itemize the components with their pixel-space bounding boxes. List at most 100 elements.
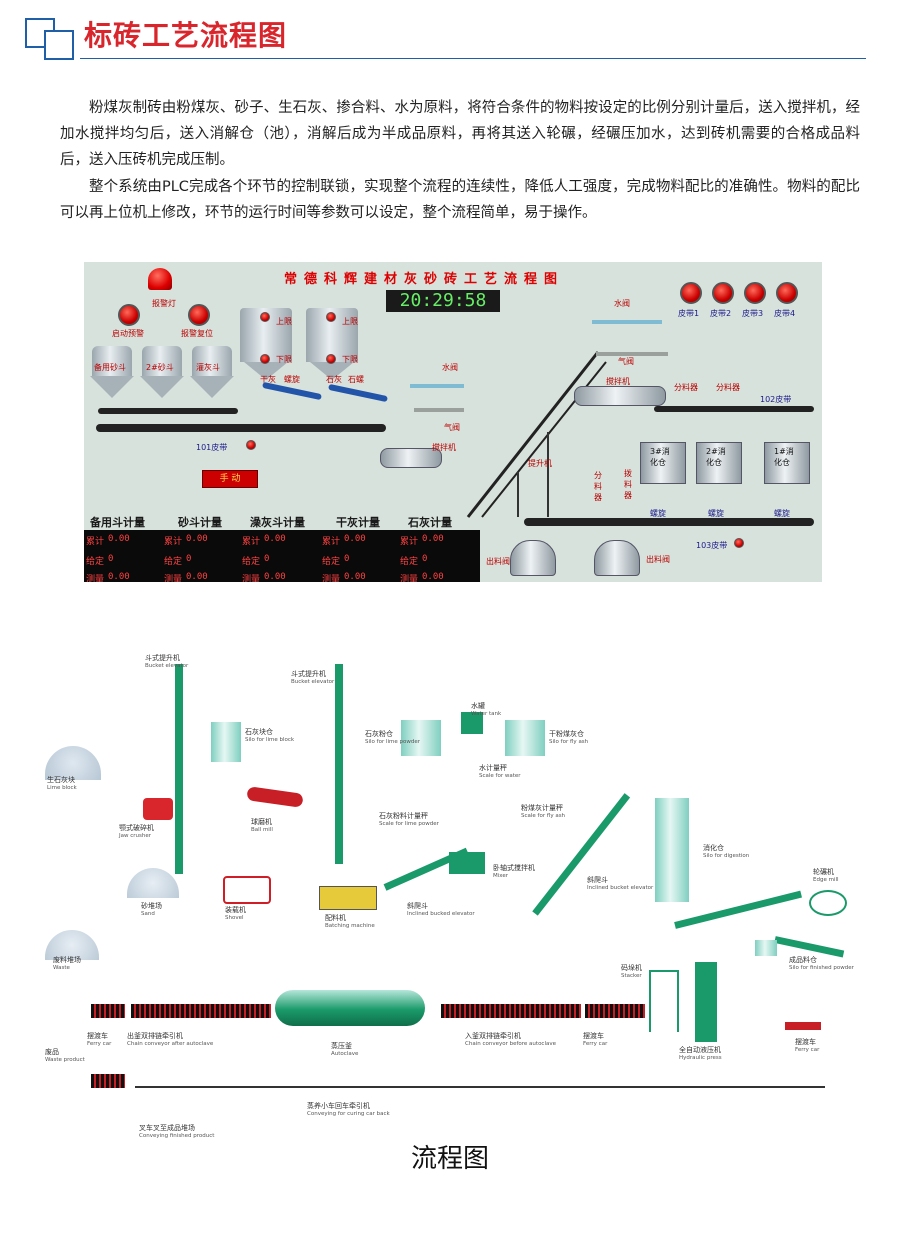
belt4-indicator	[776, 282, 798, 304]
meter-row-label: 测量	[400, 575, 419, 582]
page-header: 标砖工艺流程图	[0, 0, 900, 70]
hopper-label: 2#砂斗	[146, 363, 174, 372]
meter-row-label: 测量	[164, 575, 183, 582]
belt-102	[654, 406, 814, 412]
ferry-car-2	[585, 1004, 645, 1018]
meter-value: 0	[422, 554, 428, 564]
belt1-label: 皮带1	[678, 309, 700, 318]
feed-device-label: 拨料器	[624, 469, 632, 500]
belt-103	[524, 518, 814, 526]
meter-value: 0	[344, 554, 350, 564]
screw-label: 螺旋	[650, 509, 666, 518]
meter-panel	[84, 530, 480, 582]
finished-powder-silo	[755, 940, 777, 956]
finished-car	[91, 1074, 125, 1088]
belt2-label: 皮带2	[710, 309, 732, 318]
digestion-silo	[655, 798, 689, 902]
ferry-car-1	[91, 1004, 125, 1018]
lower-limit-indicator	[326, 354, 336, 364]
alarm-lamp-label: 报警灯	[152, 299, 176, 308]
edge-mill	[809, 890, 847, 916]
ferry-car-3	[785, 1022, 821, 1030]
meter-value: 0.00	[264, 534, 286, 544]
belt1-indicator	[680, 282, 702, 304]
start-warning-button[interactable]	[118, 304, 140, 326]
ball-mill	[246, 786, 304, 808]
hmi-title: 常德科辉建材灰砂砖工艺流程图	[284, 272, 565, 287]
stone-screw-label: 石螺	[348, 375, 364, 384]
meter-header: 备用斗计量	[90, 516, 145, 529]
batching-machine	[319, 886, 377, 910]
alarm-lamp-icon	[148, 268, 172, 290]
belt3-label: 皮带3	[742, 309, 764, 318]
digest-silo-label: 2#消化仓	[706, 447, 726, 467]
hopper-ash	[192, 346, 232, 376]
lower-limit-indicator	[260, 354, 270, 364]
meter-value: 0.00	[264, 572, 286, 582]
elevator-label: 提升机	[528, 459, 552, 468]
hopper-funnel	[140, 376, 184, 398]
intro-paragraph-1: 粉煤灰制砖由粉煤灰、砂子、生石灰、掺合料、水为原料，将符合条件的物料按设定的比例…	[60, 100, 860, 168]
distributor-label: 分料器	[716, 383, 740, 392]
belt-to-edge-mill	[674, 890, 802, 929]
meter-row-label: 给定	[164, 557, 183, 567]
belt4-label: 皮带4	[774, 309, 796, 318]
gas-pipe-upper	[596, 352, 668, 356]
meter-value: 0.00	[344, 572, 366, 582]
lower-limit-label: 下限	[342, 355, 358, 364]
manual-mode-button[interactable]: 手 动	[202, 470, 258, 488]
header-square-icon	[44, 30, 74, 60]
alarm-reset-label: 报警复位	[181, 329, 213, 338]
return-track	[135, 1086, 825, 1088]
belt-103-label: 103皮带	[696, 541, 728, 550]
intro-paragraph-2: 整个系统由PLC完成各个环节的控制联锁，实现整个流程的连续性，降低人工强度，完成…	[60, 179, 860, 221]
water-pipe	[410, 384, 464, 388]
bucket-elevator-1	[175, 664, 183, 874]
outlet-tank	[510, 540, 556, 576]
outlet-valve-label: 出料阀	[486, 557, 510, 566]
mixer-label: 搅拌机	[432, 443, 456, 452]
hopper-sand-2	[142, 346, 182, 376]
belt-101-indicator	[246, 440, 256, 450]
inclined-elevator	[466, 351, 607, 518]
meter-row-label: 给定	[86, 557, 105, 567]
gas-valve-label: 气阀	[618, 357, 634, 366]
distributor-label: 分料器	[674, 383, 698, 392]
upper-mixer-label: 搅拌机	[606, 377, 630, 386]
belt-to-powder-silo	[774, 936, 845, 958]
belt-101-label: 101皮带	[196, 443, 228, 452]
upper-limit-indicator	[260, 312, 270, 322]
digest-silo-label: 1#消化仓	[774, 447, 794, 467]
stacker	[649, 970, 679, 1032]
alarm-reset-button[interactable]	[188, 304, 210, 326]
meter-header: 干灰计量	[336, 516, 380, 529]
hmi-process-screen: 常德科辉建材灰砂砖工艺流程图 20:29:58 报警灯 启动预警 报警复位 备用…	[84, 262, 822, 582]
outlet-valve-label: 出料阀	[646, 555, 670, 564]
shovel-loader	[223, 876, 271, 904]
hopper-funnel	[190, 376, 234, 398]
hopper-backup-sand	[92, 346, 132, 376]
stone-ash-label: 石灰	[326, 375, 342, 384]
meter-value: 0.00	[108, 572, 130, 582]
meter-value: 0.00	[186, 572, 208, 582]
lime-block-pile	[45, 746, 101, 780]
upper-limit-indicator	[326, 312, 336, 322]
meter-row-label: 测量	[242, 575, 261, 582]
